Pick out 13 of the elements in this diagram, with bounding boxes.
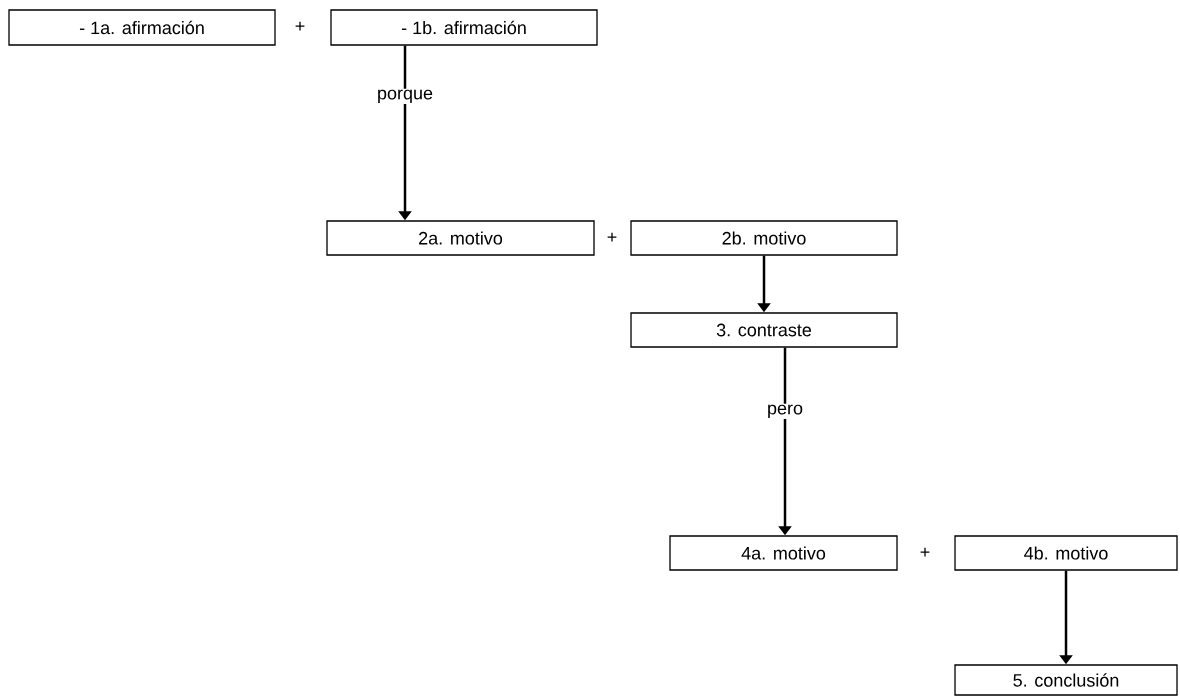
plus-sign: + [920, 547, 930, 557]
text-box: 5. conclusión [954, 664, 1178, 696]
plus-sign: + [607, 232, 617, 242]
text-box: - 1a. afirmación [8, 9, 276, 46]
text-box: 3. contraste [630, 312, 898, 348]
edge-label: porque [376, 88, 435, 105]
text-box: 2a. motivo [326, 220, 595, 256]
edge-label: pero [766, 403, 804, 420]
plus-sign: + [295, 21, 305, 31]
text-box: 2b. motivo [630, 220, 898, 256]
text-box: 4b. motivo [954, 535, 1178, 571]
text-box: - 1b. afirmación [330, 9, 598, 46]
text-box: 4a. motivo [669, 535, 898, 571]
